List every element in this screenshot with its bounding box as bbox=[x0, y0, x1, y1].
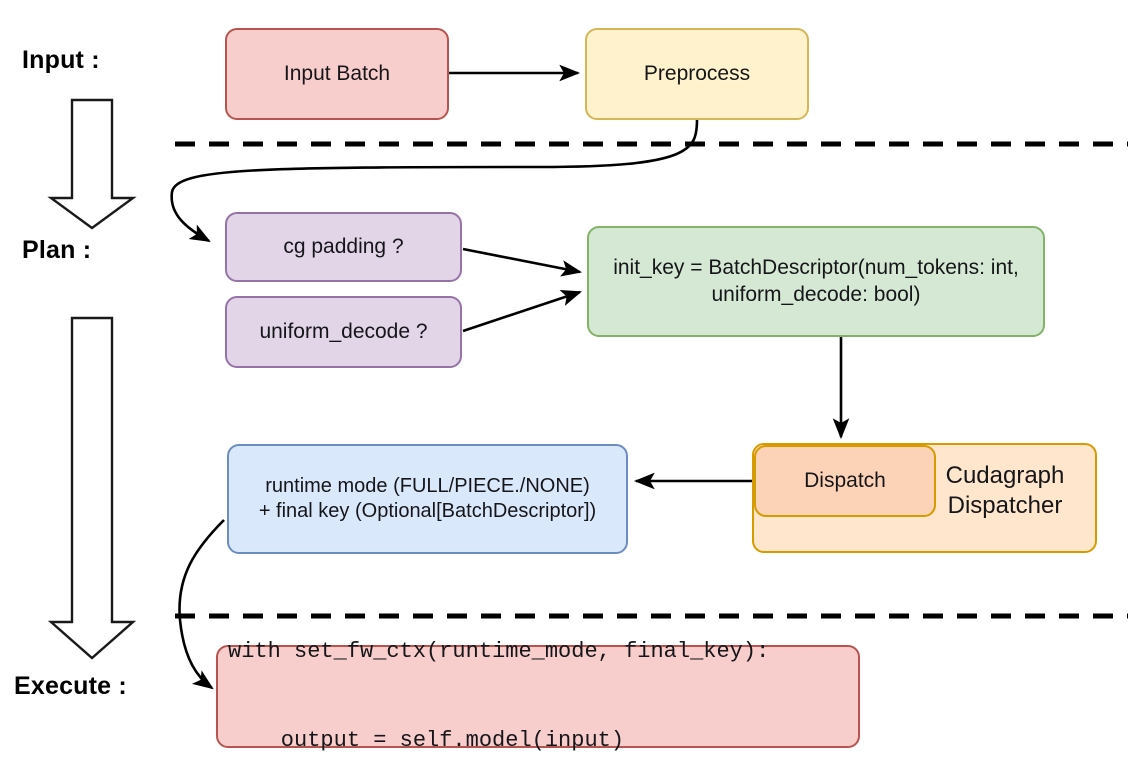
node-cudagraph-dispatcher-text: Cudagraph Dispatcher bbox=[931, 461, 1079, 521]
node-cg-padding[interactable]: cg padding ? bbox=[225, 212, 462, 282]
node-runtime-mode[interactable]: runtime mode (FULL/PIECE./NONE) + final … bbox=[227, 444, 628, 554]
node-execute-code[interactable]: with set_fw_ctx(runtime_mode, final_key)… bbox=[216, 639, 860, 753]
stage-label-input: Input : bbox=[22, 46, 100, 74]
node-init-key-text: init_key = BatchDescriptor(num_tokens: i… bbox=[613, 255, 1019, 308]
node-dispatch[interactable]: Dispatch bbox=[754, 445, 936, 517]
node-execute-code-line2: output = self.model(input) bbox=[228, 728, 625, 754]
connector-runtime-mode-to-execute-code bbox=[178, 519, 225, 690]
node-preprocess-label: Preprocess bbox=[643, 61, 751, 85]
node-cg-padding-label: cg padding ? bbox=[283, 234, 404, 258]
big-arrow-plan-to-execute bbox=[47, 316, 137, 660]
node-execute-code-text: with set_fw_ctx(runtime_mode, final_key)… bbox=[228, 578, 769, 770]
big-arrow-input-to-plan bbox=[47, 98, 137, 230]
stage-label-execute: Execute : bbox=[14, 672, 127, 700]
node-input-batch-label: Input Batch bbox=[283, 61, 391, 85]
node-cudagraph-dispatcher-line2: Dispatcher bbox=[947, 491, 1063, 519]
connector-uniform-decode-to-init-key bbox=[462, 290, 582, 333]
node-input-batch[interactable]: Input Batch bbox=[225, 28, 449, 120]
node-uniform-decode[interactable]: uniform_decode ? bbox=[225, 296, 462, 368]
node-dispatch-label: Dispatch bbox=[804, 468, 886, 492]
node-runtime-mode-text: runtime mode (FULL/PIECE./NONE) + final … bbox=[259, 474, 596, 524]
node-runtime-mode-line2: + final key (Optional[BatchDescriptor]) bbox=[258, 500, 597, 522]
node-runtime-mode-line1: runtime mode (FULL/PIECE./NONE) bbox=[265, 474, 590, 497]
node-uniform-decode-label: uniform_decode ? bbox=[259, 319, 428, 343]
node-init-key[interactable]: init_key = BatchDescriptor(num_tokens: i… bbox=[587, 226, 1045, 337]
node-preprocess[interactable]: Preprocess bbox=[585, 28, 809, 120]
connector-cg-padding-to-init-key bbox=[462, 247, 583, 277]
stage-label-plan: Plan : bbox=[22, 236, 92, 264]
connector-preprocess-to-cg-padding bbox=[170, 119, 699, 243]
node-execute-code-line1: with set_fw_ctx(runtime_mode, final_key)… bbox=[228, 639, 770, 665]
node-init-key-line2: uniform_decode: bool) bbox=[711, 282, 921, 306]
node-init-key-line1: init_key = BatchDescriptor(num_tokens: i… bbox=[613, 256, 1019, 280]
node-cudagraph-dispatcher-line1: Cudagraph bbox=[945, 462, 1065, 489]
